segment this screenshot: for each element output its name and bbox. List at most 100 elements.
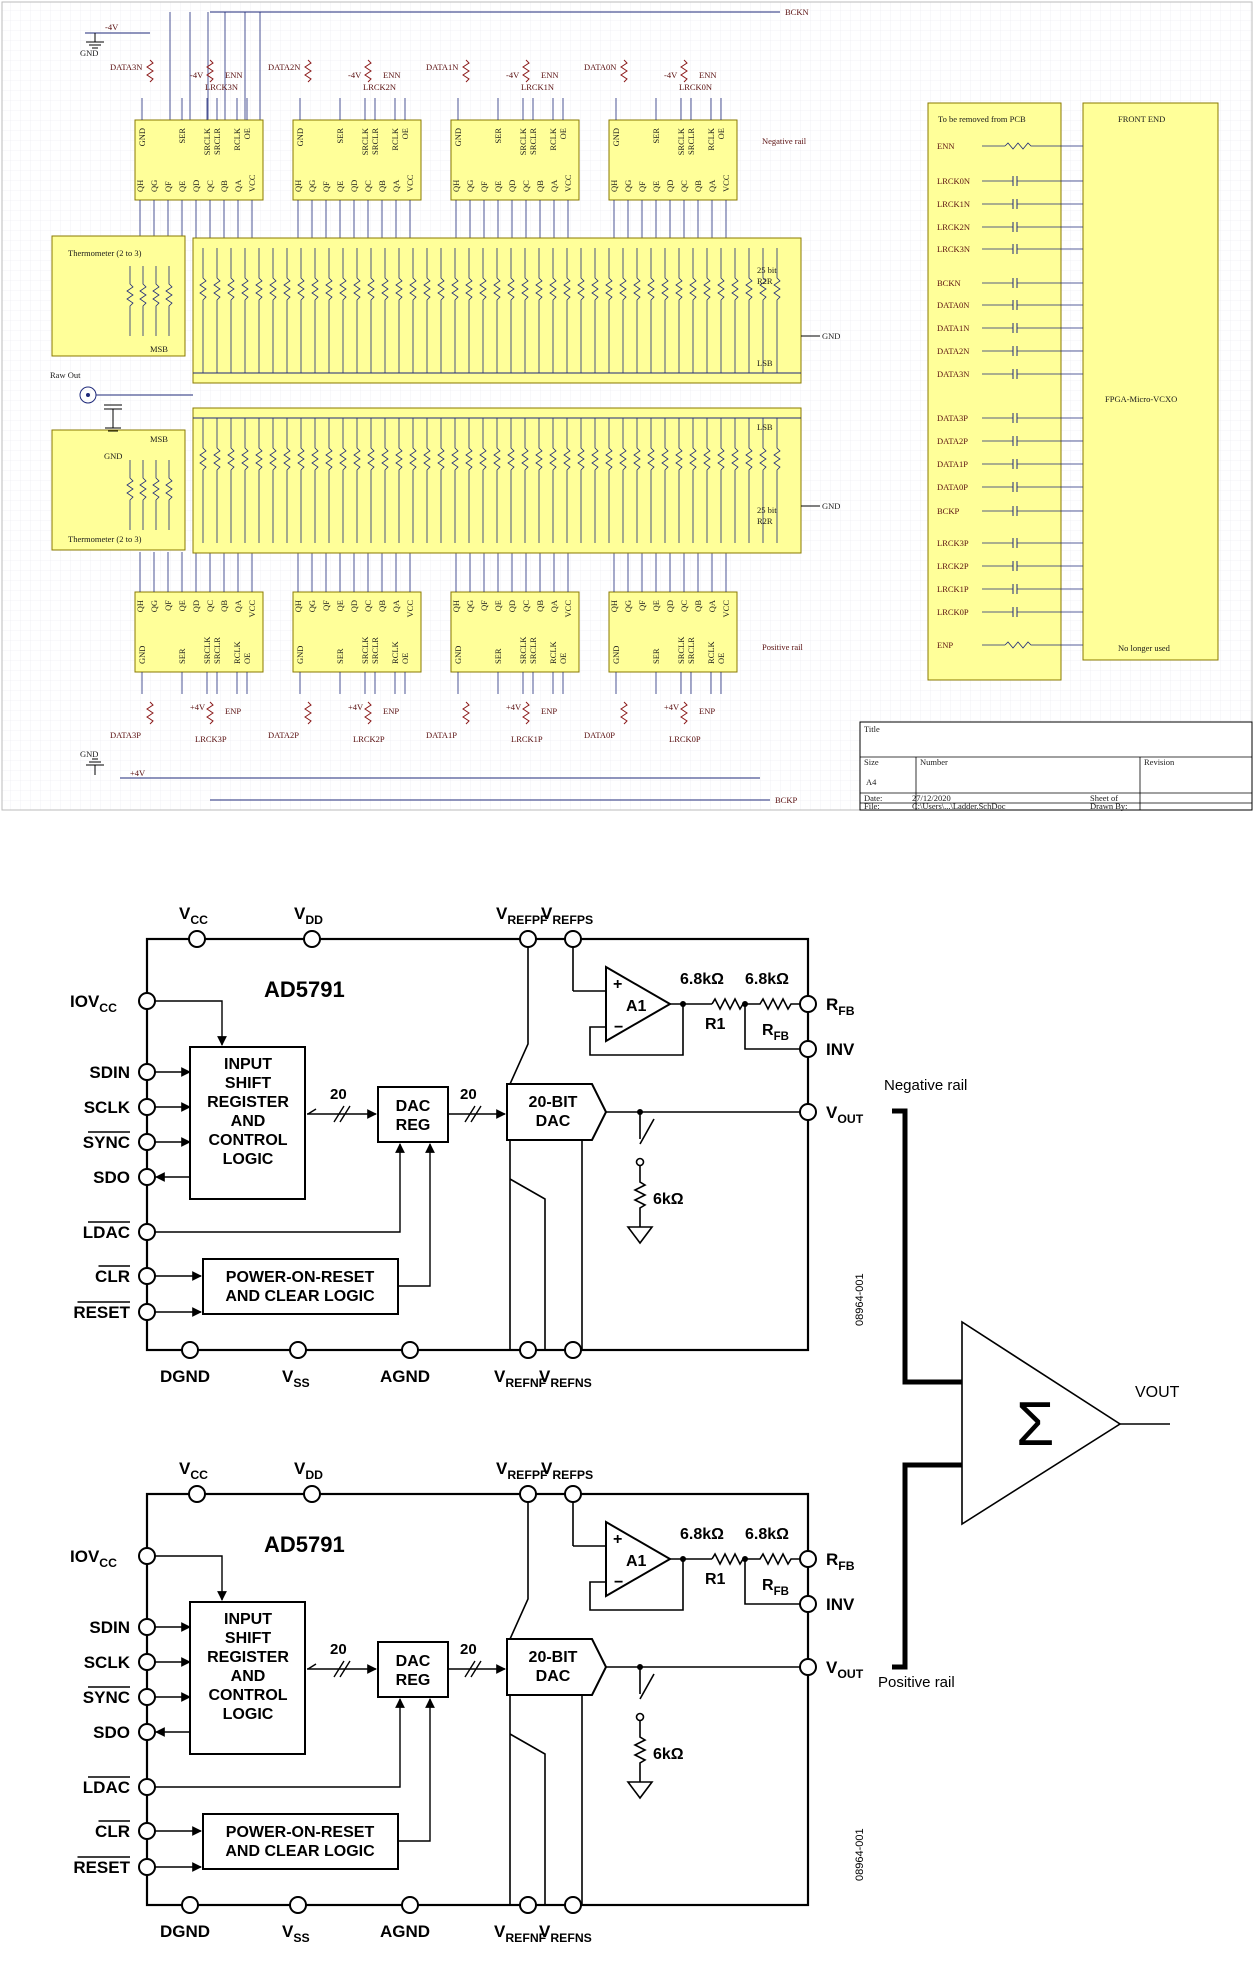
supply-label: +4V: [664, 702, 680, 712]
opamp-minus: −: [614, 1574, 623, 1591]
pin-label: QD: [665, 600, 675, 612]
positive-rail-label: Positive rail: [762, 642, 803, 652]
pin-label: QG: [623, 600, 633, 612]
pin-label: RCLK: [232, 127, 242, 151]
ladder-resistor: [269, 418, 277, 543]
ladder-resistor: [325, 418, 333, 543]
pin-label: VCC: [247, 174, 257, 192]
opamp-a1-icon: [605, 1520, 672, 1598]
ladder-resistor: [717, 248, 725, 373]
ladder-resistor: [577, 418, 585, 543]
r2r-label: R2R: [757, 516, 773, 526]
ladder-resistor: [353, 248, 361, 373]
ladder-resistor: [283, 418, 291, 543]
inv-pin: [799, 1595, 817, 1613]
ladder-resistor: [647, 248, 655, 373]
r2r-bits-label: 25 bit: [757, 265, 777, 275]
ladder-resistor: [605, 418, 613, 543]
pin-label: QH: [293, 180, 303, 192]
rfb-pin-label: RFB: [826, 1550, 855, 1573]
pin-label: QC: [521, 600, 531, 612]
ladder-resistor: [605, 248, 613, 373]
chip-body: [134, 591, 264, 673]
resistor-icon: [206, 59, 214, 83]
sync-pin: [138, 1133, 156, 1151]
power-on-reset-label: POWER-ON-RESET: [226, 1269, 375, 1286]
switch-resistor-label: 6kΩ: [653, 1746, 684, 1763]
vrefps-pin: [564, 1485, 582, 1503]
r1-value-label: 6.8kΩ: [680, 971, 724, 988]
pin-label: SRCLR: [686, 637, 696, 664]
ladder-resistor: [367, 418, 375, 543]
opamp-label: A1: [626, 1553, 647, 1570]
resistor-icon: [304, 701, 312, 725]
input-shift-register-box: [189, 1046, 306, 1200]
shift-register-label: AND: [231, 1113, 266, 1130]
enn-net-label: ENN: [383, 70, 400, 80]
bckp-label: BCKP: [775, 795, 797, 805]
ladder-resistor: [409, 418, 417, 543]
vrefnf-pin: [519, 1896, 537, 1914]
file-value: C:\Users\...\Ladder.SchDoc: [912, 801, 1006, 811]
negative-rail-wire: [892, 1108, 962, 1385]
thermometer-label: Thermometer (2 to 3): [68, 248, 142, 258]
vrefps-rail: [572, 939, 606, 992]
ladder-resistor: [563, 248, 571, 373]
capacitor-icon: [104, 404, 122, 432]
lrck-net-label: LRCK3P: [195, 734, 227, 744]
msb-label: MSB: [150, 344, 168, 354]
ladder-resistor: [409, 248, 417, 373]
ladder-resistor: [353, 418, 361, 543]
pin-label: SRCLR: [686, 128, 696, 155]
ladder-resistor: [591, 418, 599, 543]
pin-label: QC: [679, 180, 689, 192]
ladder-resistor: [283, 248, 291, 373]
pin-label: QF: [479, 600, 489, 611]
connector-pin-label: DATA2N: [937, 346, 969, 356]
ladder-resistor: [689, 248, 697, 373]
connector-pin-label: LRCK2N: [937, 222, 970, 232]
opamp-plus: +: [613, 1531, 622, 1548]
bus-slash-icon: [464, 1660, 482, 1678]
connector-pin-label: LRCK1N: [937, 199, 970, 209]
pin-label: VCC: [247, 600, 257, 618]
vdd-label: VDD: [294, 904, 323, 927]
ladder-resistor: [255, 248, 263, 373]
ladder-resistor: [633, 418, 641, 543]
ladder-resistor: [227, 418, 235, 543]
supply-label: -4V: [190, 70, 204, 80]
pin-label: QD: [191, 180, 201, 192]
title-label: Title: [864, 724, 880, 734]
pin-label: QF: [637, 600, 647, 611]
vout-pin-label: VOUT: [826, 1103, 864, 1126]
pin-label: QE: [493, 181, 503, 192]
pin-label: OE: [558, 653, 568, 664]
pin-label: VCC: [563, 600, 573, 618]
resistor-icon: [304, 59, 312, 83]
iovcc-label: IOVCC: [70, 992, 117, 1015]
gnd-label: GND: [80, 749, 98, 759]
date-label: Date:: [864, 793, 882, 803]
resistor-icon: [146, 701, 154, 725]
pin-label: SER: [493, 128, 503, 144]
vrefns-label: VREFNS: [539, 1367, 592, 1390]
reset-pin: [138, 1858, 156, 1876]
pin-label: OE: [716, 653, 726, 664]
enp-net-label: ENP: [699, 706, 715, 716]
vcc-pin: [188, 1485, 206, 1503]
thermometer-label: Thermometer (2 to 3): [68, 534, 142, 544]
pin-label: QC: [363, 180, 373, 192]
drawn-by-label: Drawn By:: [1090, 801, 1128, 811]
ladder-resistor: [647, 418, 655, 543]
dac-20bit-label: DAC: [536, 1113, 571, 1130]
ladder-resistor: [451, 418, 459, 543]
pin-label: RCLK: [548, 127, 558, 151]
dgnd-pin: [181, 1896, 199, 1914]
pin-label: OE: [400, 128, 410, 139]
bus-slash-icon: [333, 1660, 351, 1678]
connector-pin-label: ENN: [937, 141, 954, 151]
